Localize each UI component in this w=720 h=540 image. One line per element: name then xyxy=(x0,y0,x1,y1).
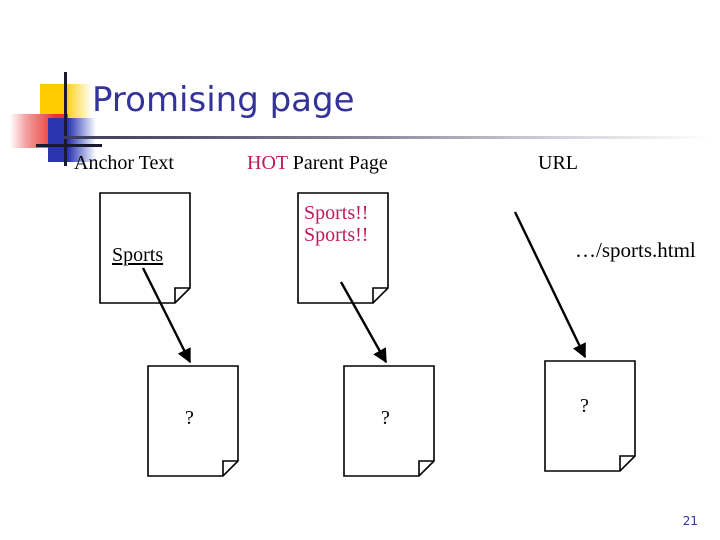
logo-red-square xyxy=(10,114,68,148)
anchor-text-link[interactable]: Sports xyxy=(112,244,164,266)
url-result-question-mark: ? xyxy=(580,395,589,417)
logo-horizontal-line xyxy=(36,144,102,147)
column-header-anchor-text: Anchor Text xyxy=(74,152,174,174)
parent-page-hot-line-2: Sports!! xyxy=(304,224,369,246)
url-result-document[interactable]: ? xyxy=(544,360,636,472)
parent-result-document[interactable]: ? xyxy=(343,365,435,477)
page-title: Promising page xyxy=(92,80,355,120)
anchor-result-document[interactable]: ? xyxy=(147,365,239,477)
column-header-url: URL xyxy=(538,152,578,174)
hot-label: HOT xyxy=(247,152,288,174)
column-header-parent-page: HOT Parent Page xyxy=(247,152,388,175)
document-shape-icon xyxy=(544,360,636,472)
parent-page-label: Parent Page xyxy=(287,152,388,174)
parent-page-document[interactable]: Sports!! Sports!! xyxy=(297,192,389,304)
anchor-text-document[interactable]: Sports xyxy=(99,192,191,304)
document-shape-icon xyxy=(343,365,435,477)
parent-result-question-mark: ? xyxy=(381,407,390,429)
logo-vertical-line xyxy=(64,72,67,166)
connector-url-to-result xyxy=(513,211,587,359)
anchor-result-question-mark: ? xyxy=(185,407,194,429)
title-divider-rule xyxy=(64,136,712,139)
logo-yellow-square xyxy=(40,84,92,124)
document-shape-icon xyxy=(147,365,239,477)
page-number: 21 xyxy=(682,514,698,528)
parent-page-hot-line-1: Sports!! xyxy=(304,202,369,224)
url-value-text: …/sports.html xyxy=(575,238,696,262)
